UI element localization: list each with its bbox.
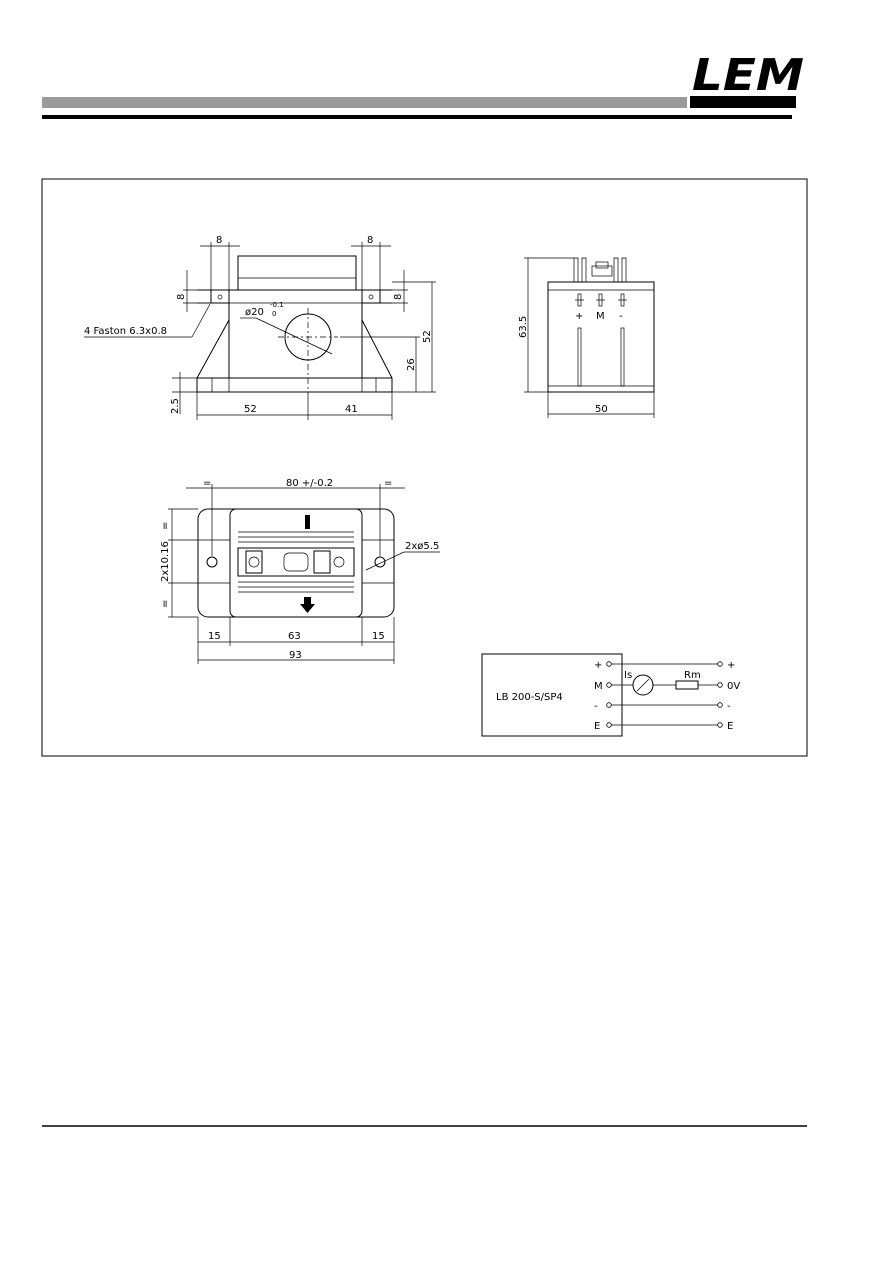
terminal-marks: + M - xyxy=(575,293,627,387)
current-direction-arrow xyxy=(300,597,315,613)
dim-hole-tol-upper: -0.1 xyxy=(270,301,284,309)
dim-mount-holes: 2xø5.5 xyxy=(405,541,439,552)
output-minus: - xyxy=(727,701,731,712)
header-gray-bar xyxy=(42,97,687,108)
front-view-dimensions: 8 8 8 8 ø20 -0.1 0 52 xyxy=(170,235,436,420)
logo-text: LEM xyxy=(692,50,804,101)
dim-right-flange: 15 xyxy=(372,631,385,642)
faston-pin-right xyxy=(361,289,381,304)
dim-pin-height-left: 8 xyxy=(176,294,187,300)
dim-left-width: 52 xyxy=(244,404,257,415)
dim-hole-center-height: 26 xyxy=(406,358,417,371)
terminal-plus: + xyxy=(575,311,583,322)
lem-logo: LEM xyxy=(690,50,804,108)
dim-eq-bottom: = xyxy=(160,600,171,608)
current-bar xyxy=(305,515,310,529)
dim-eq-top: = xyxy=(160,522,171,530)
dim-eq-left: = xyxy=(203,478,211,489)
dim-total: 93 xyxy=(289,650,302,661)
faston-label: 4 Faston 6.3x0.8 xyxy=(84,326,167,337)
output-plus: + xyxy=(727,660,735,671)
pin-m: M xyxy=(594,681,603,692)
mount-hole-left xyxy=(206,556,218,568)
terminal-fins xyxy=(573,257,627,282)
side-housing xyxy=(547,281,655,393)
current-meter xyxy=(632,674,654,696)
rm-label: Rm xyxy=(684,670,701,681)
device-box xyxy=(481,653,623,737)
output-e: E xyxy=(727,721,733,732)
dim-pin-height-right: 8 xyxy=(393,294,404,300)
dim-hole-diameter: ø20 xyxy=(245,307,264,318)
terminal-minus: - xyxy=(619,311,623,322)
top-view: 80 +/-0.2 = = = 2x10.16 = 2xø5.5 15 63 1… xyxy=(160,478,440,664)
dim-hole-spacing: 80 +/-0.2 xyxy=(286,478,333,489)
faston-pin-left xyxy=(210,289,230,304)
top-ribs xyxy=(238,531,354,593)
pin-plus: + xyxy=(594,660,602,671)
dim-center: 63 xyxy=(288,631,301,642)
device-name: LB 200-S/SP4 xyxy=(496,692,563,703)
terminal-m: M xyxy=(596,311,605,322)
dim-pitch: 2x10.16 xyxy=(160,541,171,582)
header-black-bar xyxy=(42,115,792,119)
top-base-plate xyxy=(197,508,395,618)
dim-total-height: 52 xyxy=(422,330,433,343)
dim-side-width: 50 xyxy=(595,404,608,415)
measuring-resistor xyxy=(675,680,699,690)
top-housing xyxy=(229,508,363,618)
dim-pin-width-right: 8 xyxy=(367,235,373,246)
dim-eq-right: = xyxy=(384,478,392,489)
dim-hole-tol-lower: 0 xyxy=(272,310,276,318)
dim-side-height: 63.5 xyxy=(518,316,529,338)
dim-base-thickness: 2.5 xyxy=(170,398,181,414)
is-label: Is xyxy=(624,670,632,681)
connection-schematic: LB 200-S/SP4 + M - E Is Rm + 0V - E xyxy=(481,653,740,737)
top-terminal-block xyxy=(237,547,355,577)
drawing-frame xyxy=(41,178,808,757)
pin-minus: - xyxy=(594,701,598,712)
dim-right-width: 41 xyxy=(345,404,358,415)
front-view: 8 8 8 8 ø20 -0.1 0 52 xyxy=(84,235,436,420)
mount-hole-right xyxy=(374,556,386,568)
side-view: + M - 63.5 50 xyxy=(518,257,655,418)
dim-pin-width-left: 8 xyxy=(216,235,222,246)
header: LEM xyxy=(42,50,804,119)
pin-e: E xyxy=(594,721,600,732)
dim-left-flange: 15 xyxy=(208,631,221,642)
output-0v: 0V xyxy=(727,681,740,692)
